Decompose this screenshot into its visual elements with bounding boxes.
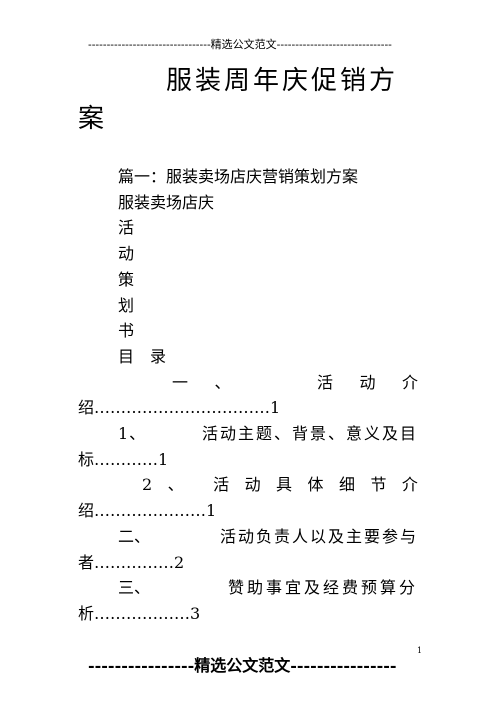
text-line: 策 (118, 269, 135, 289)
section-heading: 篇一：服装卖场店庆营销策划方案 (118, 167, 359, 186)
toc-text: 赞助事宜及经费预算分 (227, 578, 418, 598)
toc-char: 介 (401, 475, 418, 495)
toc-number: 1、 (118, 424, 147, 444)
toc-item-2-line-a: 1、 活动主题、背景、意义及目 (78, 421, 418, 447)
toc-char: 活 (316, 372, 333, 392)
toc-item-1-line-b: 绍……………………………1 (78, 398, 281, 418)
document-title: 服装周年庆促销方 案 (78, 62, 438, 138)
text-line: 动 (118, 244, 135, 264)
text-line: 活 (118, 218, 135, 238)
toc-item-3-line-a: 2 、 活 动 具 体 细 节 介 (78, 472, 418, 498)
document-body: 篇一：服装卖场店庆营销策划方案 服装卖场店庆 活 动 策 划 书 目 录 一 、… (78, 164, 418, 627)
title-line-2: 案 (78, 104, 108, 134)
toc-item-2-line-b: 标…………1 (78, 449, 169, 469)
toc-number: 二、 (118, 526, 151, 546)
toc-char: 动 (244, 475, 261, 495)
toc-char: 体 (307, 475, 324, 495)
toc-text: 活动主题、背景、意义及目 (201, 424, 418, 444)
toc-number: 三、 (118, 578, 151, 598)
toc-char: 一 (172, 372, 189, 392)
title-line-1: 服装周年庆促销方 (166, 66, 399, 96)
toc-char: 、 (214, 372, 231, 392)
page-footer: ----------------精选公文范文---------------- (88, 656, 397, 675)
toc-char: 节 (370, 475, 387, 495)
toc-item-3-line-b: 绍…………………1 (78, 501, 217, 521)
toc-item-1-line-a: 一 、 活 动 介 (78, 370, 418, 396)
toc-char: 细 (338, 475, 355, 495)
toc-char: 动 (359, 372, 376, 392)
toc-char: 活 (213, 475, 230, 495)
toc-char: 具 (276, 475, 293, 495)
toc-item-5-line-a: 三、 赞助事宜及经费预算分 (78, 575, 418, 601)
toc-item-4-line-b: 者……………2 (78, 552, 185, 572)
toc-char: 2 (142, 475, 153, 495)
text-line: 书 (118, 321, 135, 341)
text-line: 划 (118, 295, 135, 315)
toc-item-4-line-a: 二、 活动负责人以及主要参与 (78, 524, 418, 550)
toc-item-5-line-b: 析………………3 (78, 603, 201, 623)
page-number: 1 (417, 646, 423, 655)
toc-heading: 目 录 (118, 346, 167, 366)
toc-text: 活动负责人以及主要参与 (219, 526, 418, 546)
toc-char: 介 (401, 372, 418, 392)
text-line: 服装卖场店庆 (118, 192, 215, 212)
toc-char: 、 (167, 475, 184, 495)
page-header: ---------------------------------精选公文范文-… (88, 38, 392, 51)
